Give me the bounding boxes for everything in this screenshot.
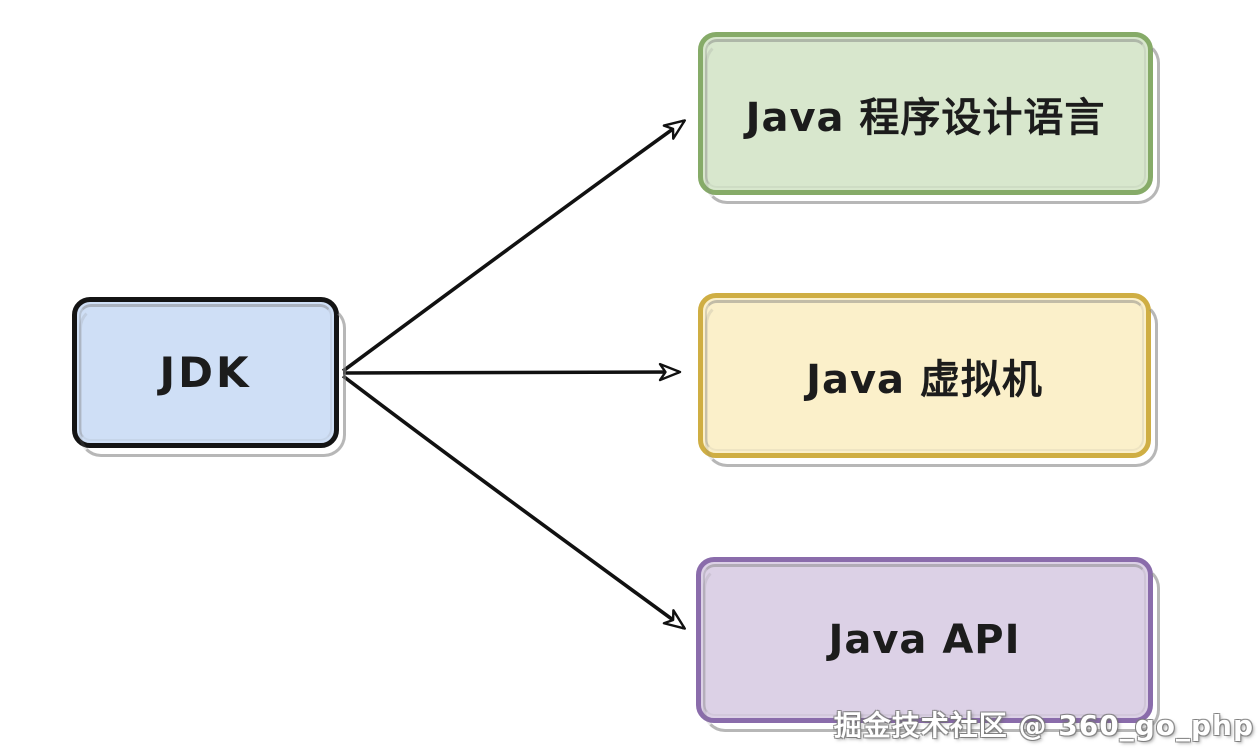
node-java-vm: Java 虚拟机 <box>698 293 1151 458</box>
node-java-api-label: Java API <box>828 617 1021 663</box>
node-java-vm-label: Java 虚拟机 <box>806 356 1043 403</box>
node-java-language-label: Java 程序设计语言 <box>745 94 1106 141</box>
arrow-jdk-to-jvm <box>342 362 682 382</box>
node-jdk: JDK <box>72 297 339 448</box>
node-jdk-label: JDK <box>159 348 252 397</box>
watermark: 掘金技术社区 @ 360_go_php <box>833 709 1254 742</box>
arrow-jdk-to-api <box>341 374 687 630</box>
arrow-jdk-to-language <box>341 119 687 373</box>
node-java-language: Java 程序设计语言 <box>698 32 1153 195</box>
node-java-api: Java API <box>696 557 1153 723</box>
